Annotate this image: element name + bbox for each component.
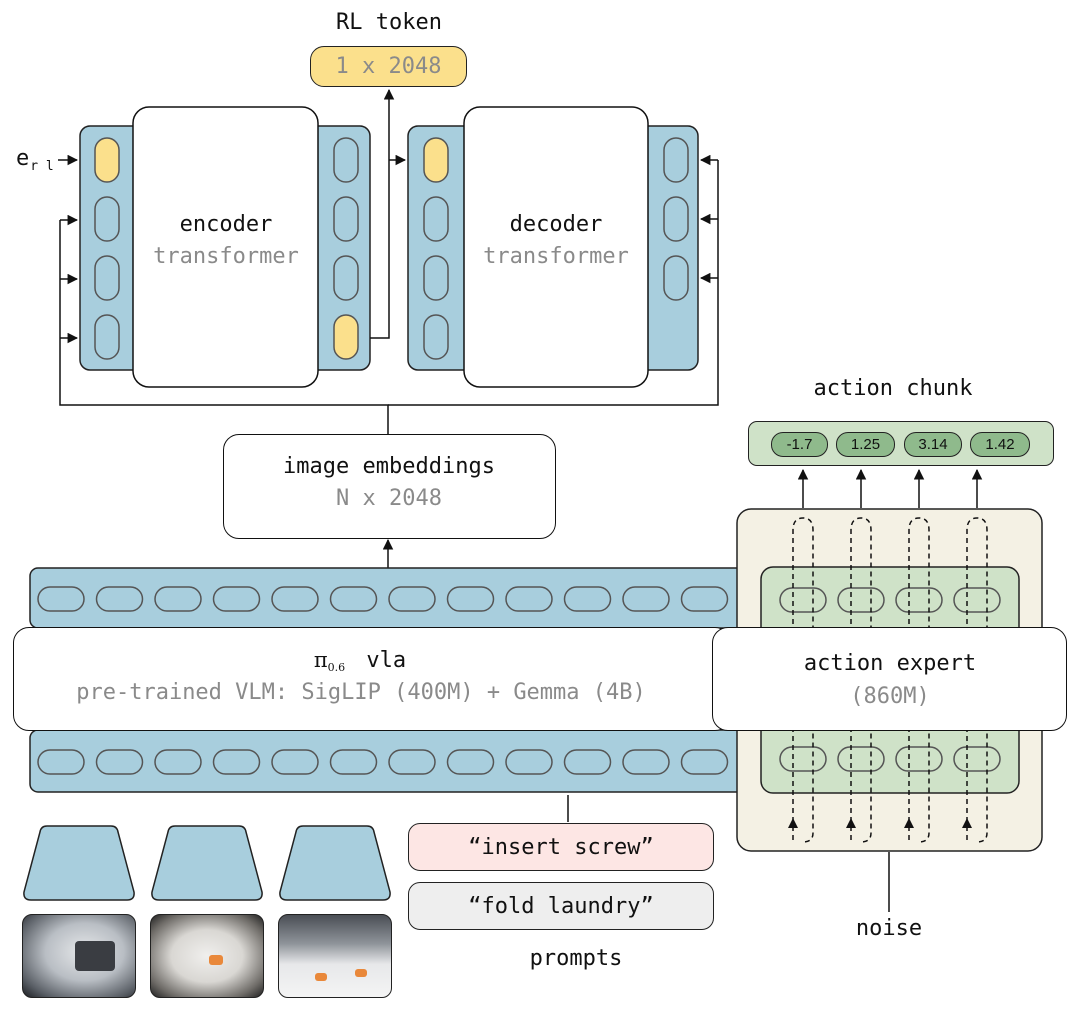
image-embeddings-box bbox=[223, 434, 556, 539]
vla-token bbox=[154, 749, 202, 775]
image-embeddings-dims: N x 2048 bbox=[336, 486, 442, 511]
action-expert-flow-line bbox=[966, 517, 988, 843]
action-expert-title: action expert bbox=[803, 651, 977, 676]
vla-token bbox=[505, 586, 553, 612]
vla-token bbox=[388, 586, 436, 612]
action-chunk-value-2: 1.25 bbox=[836, 432, 895, 457]
action-chunk-value-3: 3.14 bbox=[904, 432, 962, 457]
decoder-input-tokens bbox=[423, 137, 449, 360]
decoder-title: decoder bbox=[509, 212, 603, 237]
top-connectors bbox=[58, 88, 890, 912]
action-expert-params: (860M) bbox=[850, 684, 930, 709]
action-expert-token bbox=[779, 746, 827, 772]
rl-token-title: RL token bbox=[336, 10, 442, 35]
prompts-label: prompts bbox=[529, 946, 623, 971]
vla-token bbox=[680, 586, 729, 612]
vla-token bbox=[154, 586, 202, 612]
vla-pi-symbol: π bbox=[313, 648, 328, 672]
encoder-block bbox=[79, 106, 371, 388]
vla-description: pre-trained VLM: SigLIP (400M) + Gemma (… bbox=[76, 680, 646, 705]
vla-token bbox=[622, 586, 670, 612]
vla-box bbox=[13, 627, 731, 731]
action-expert-token bbox=[837, 746, 885, 772]
action-expert-token bbox=[779, 587, 827, 613]
action-expert-token bbox=[953, 746, 1001, 772]
action-expert-token bbox=[895, 587, 943, 613]
rl-embedding-input-label: er l bbox=[16, 146, 54, 174]
vla-token bbox=[446, 586, 495, 612]
vla-token bbox=[622, 749, 670, 775]
vla-title: π0.6 vla bbox=[314, 648, 406, 674]
vla-pi-subscript: 0.6 bbox=[327, 661, 346, 674]
image-embeddings-title: image embeddings bbox=[283, 454, 495, 479]
vla-token bbox=[271, 586, 319, 612]
prompt-fold-laundry: “fold laundry” bbox=[408, 882, 714, 930]
decoder-block bbox=[407, 106, 699, 388]
vla-token bbox=[388, 749, 436, 775]
vla-token bbox=[505, 749, 553, 775]
vla-token bbox=[563, 749, 612, 775]
vla-token bbox=[446, 749, 495, 775]
action-expert-flow-arrow bbox=[788, 818, 798, 828]
noise-label: noise bbox=[855, 916, 923, 941]
camera-trapezoids bbox=[23, 825, 391, 901]
action-expert-token bbox=[895, 746, 943, 772]
action-chunk-value-4: 1.42 bbox=[970, 432, 1030, 457]
encoder-input-tokens bbox=[94, 137, 120, 360]
decoder-output-tokens bbox=[663, 137, 689, 301]
vla-token bbox=[95, 749, 144, 775]
vla-token bbox=[329, 586, 378, 612]
encoder-subtitle: transformer bbox=[153, 244, 299, 269]
action-expert-flow-arrow bbox=[962, 818, 972, 828]
vla-token bbox=[95, 586, 144, 612]
action-expert-flow-arrow bbox=[904, 818, 914, 828]
vla-token bbox=[329, 749, 378, 775]
vla-token bbox=[271, 749, 319, 775]
encoder-title: encoder bbox=[179, 212, 273, 237]
vla-token-strip-bottom bbox=[29, 729, 751, 793]
action-expert-token bbox=[953, 587, 1001, 613]
vla-token bbox=[212, 749, 261, 775]
vla-token bbox=[680, 749, 729, 775]
prompt-insert-screw: “insert screw” bbox=[408, 823, 714, 871]
encoder-output-tokens bbox=[333, 137, 359, 360]
action-expert-flow-line bbox=[850, 517, 872, 843]
action-expert-box bbox=[712, 627, 1067, 731]
vla-token bbox=[37, 749, 85, 775]
vla-token bbox=[37, 586, 85, 612]
decoder-subtitle: transformer bbox=[483, 244, 629, 269]
vla-token bbox=[212, 586, 261, 612]
camera-image-1 bbox=[22, 914, 136, 998]
action-expert-flow-line bbox=[908, 517, 930, 843]
vla-token-strip-top bbox=[29, 567, 751, 629]
action-expert-flow-line bbox=[792, 517, 814, 843]
vla-name: vla bbox=[366, 648, 407, 673]
action-expert-token bbox=[837, 587, 885, 613]
action-expert-flow-arrow bbox=[846, 818, 856, 828]
action-chunk-title: action chunk bbox=[813, 376, 973, 401]
rl-token-dims: 1 x 2048 bbox=[310, 46, 467, 87]
camera-image-2 bbox=[150, 914, 264, 998]
camera-image-3 bbox=[278, 914, 392, 998]
action-chunk-value-1: -1.7 bbox=[771, 432, 828, 457]
vla-token bbox=[563, 586, 612, 612]
